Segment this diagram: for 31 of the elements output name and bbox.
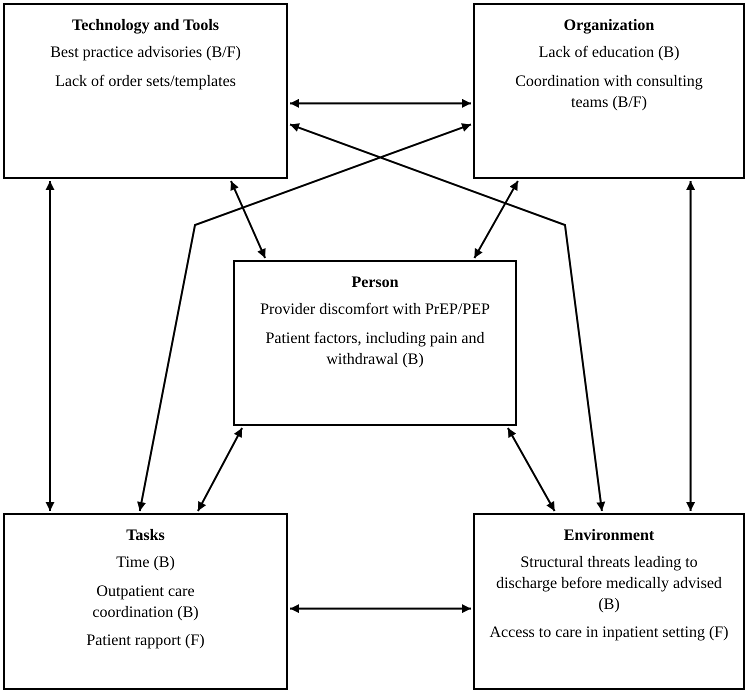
node-text: Coordination with consulting teams (B/F) bbox=[514, 72, 704, 113]
node-title: Technology and Tools bbox=[72, 17, 220, 35]
node-text: Lack of education (B) bbox=[538, 43, 680, 63]
arrow bbox=[686, 181, 696, 511]
arrow bbox=[230, 180, 266, 258]
box bbox=[473, 3, 745, 179]
node-title: Environment bbox=[564, 527, 654, 545]
box bbox=[3, 513, 288, 690]
box bbox=[3, 3, 288, 179]
arrow bbox=[290, 98, 471, 108]
node-text: Provider discomfort with PrEP/PEP bbox=[260, 300, 490, 320]
arrow bbox=[507, 428, 556, 512]
node-text: Access to care in inpatient setting (F) bbox=[489, 623, 729, 644]
box bbox=[233, 260, 517, 426]
node-title: Organization bbox=[564, 17, 654, 35]
node-text: Structural threats leading to discharge before medically advised (B) bbox=[495, 553, 723, 615]
box bbox=[473, 513, 745, 690]
node-text: Patient rapport (F) bbox=[86, 631, 205, 652]
arrow bbox=[137, 123, 472, 512]
node-text: Lack of order sets/templates bbox=[55, 72, 236, 92]
arrow bbox=[197, 428, 243, 512]
arrow bbox=[474, 180, 519, 258]
arrow bbox=[290, 604, 471, 614]
node-title: Person bbox=[351, 274, 399, 292]
arrow bbox=[46, 181, 55, 511]
node-text: Patient factors, including pain and withdrawal (B) bbox=[264, 328, 486, 370]
node-text: Time (B) bbox=[116, 553, 175, 573]
node-title: Tasks bbox=[126, 527, 165, 545]
arrow bbox=[290, 123, 606, 512]
node-text: Outpatient care coordination (B) bbox=[91, 582, 200, 623]
node-text: Best practice advisories (B/F) bbox=[50, 43, 241, 63]
